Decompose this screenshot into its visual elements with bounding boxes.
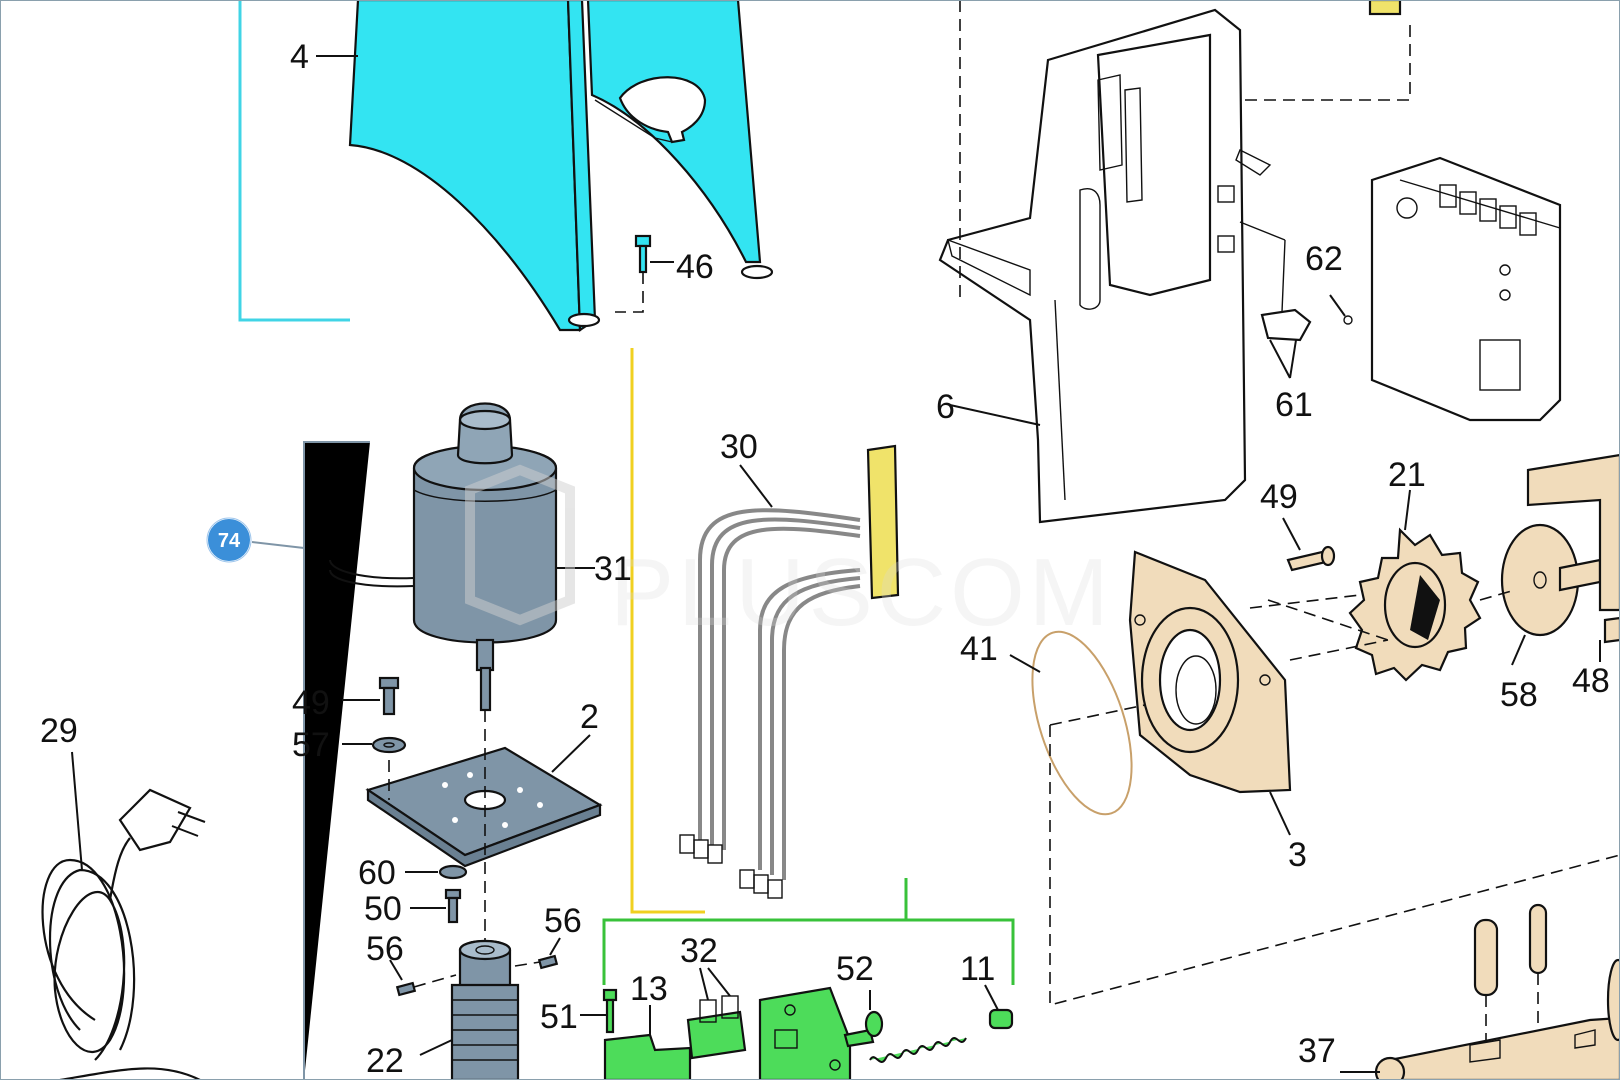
part-4-cover [316,0,774,333]
callout-22: 22 [366,1042,404,1080]
part-60-washer [405,864,468,880]
badge-leader [251,541,305,549]
callout-60: 60 [358,854,396,892]
part-3-flange-plate [1128,550,1292,836]
callout-31: 31 [594,550,632,588]
part-41-o-ring [1009,630,1133,816]
part-37-shaft [1340,903,1620,1085]
callout-labels: 4 46 6 62 61 30 31 49 21 41 58 48 29 49 … [40,38,1610,1080]
part-61-connector [1239,221,1353,379]
part-31-motor [329,402,595,712]
part-52-screw [843,990,884,1048]
watermark-text: PLUSCOM [610,539,1113,646]
watermark: PLUSCOM [465,464,1113,646]
part-57-washer [342,736,407,754]
part-21-gear [1348,489,1482,682]
part-30-wire-harness [679,444,900,899]
part-48-housing [1526,453,1620,662]
callout-56-right: 56 [544,902,582,940]
callout-30: 30 [720,428,758,466]
callout-46: 46 [676,248,714,286]
part-32-connectors [686,967,852,1082]
badge-74: 74 [206,517,252,563]
part-49-screw-left [342,676,400,716]
callout-37: 37 [1298,1032,1336,1070]
callout-52: 52 [836,950,874,988]
callout-49-right: 49 [1260,478,1298,516]
wire-bracket-line [630,348,705,914]
part-56-grub-screw-left [389,959,457,997]
part-58-disc [1500,523,1602,666]
part-11-spring [869,984,1014,1063]
callout-3: 3 [1288,836,1307,874]
callout-58: 58 [1500,676,1538,714]
pcb-bracket-line [602,918,1015,985]
callout-21: 21 [1388,456,1426,494]
callout-49-left: 49 [292,684,330,722]
part-49-screw-right [1282,517,1336,572]
callout-57: 57 [292,726,330,764]
badge-label: 74 [218,530,241,552]
callout-32: 32 [680,932,718,970]
callout-13: 13 [630,970,668,1008]
callout-2: 2 [580,698,599,736]
part-46-screw [615,234,674,313]
callout-48: 48 [1572,662,1610,700]
callout-11: 11 [960,950,995,988]
callout-62: 62 [1305,240,1343,278]
callout-50: 50 [364,890,402,928]
part-2-mounting-plate [365,710,603,1080]
callout-56-left: 56 [366,930,404,968]
cover-bracket-line [238,0,350,322]
part-56-grub-screw-right [514,937,561,970]
callout-29: 29 [40,712,78,750]
callout-4: 4 [290,38,309,76]
part-29-power-cord [41,751,206,1082]
callout-6: 6 [936,388,955,426]
callout-41: 41 [960,630,998,668]
part-50-screw [410,888,462,924]
right-assembly-dashed-frame [1049,589,1620,1007]
motor-bracket-line [303,441,370,1080]
control-unit-box [1245,0,1562,422]
callout-61: 61 [1275,386,1313,424]
part-22-coupling [419,939,520,1082]
callout-51: 51 [540,998,578,1036]
part-6-housing [938,0,1272,524]
